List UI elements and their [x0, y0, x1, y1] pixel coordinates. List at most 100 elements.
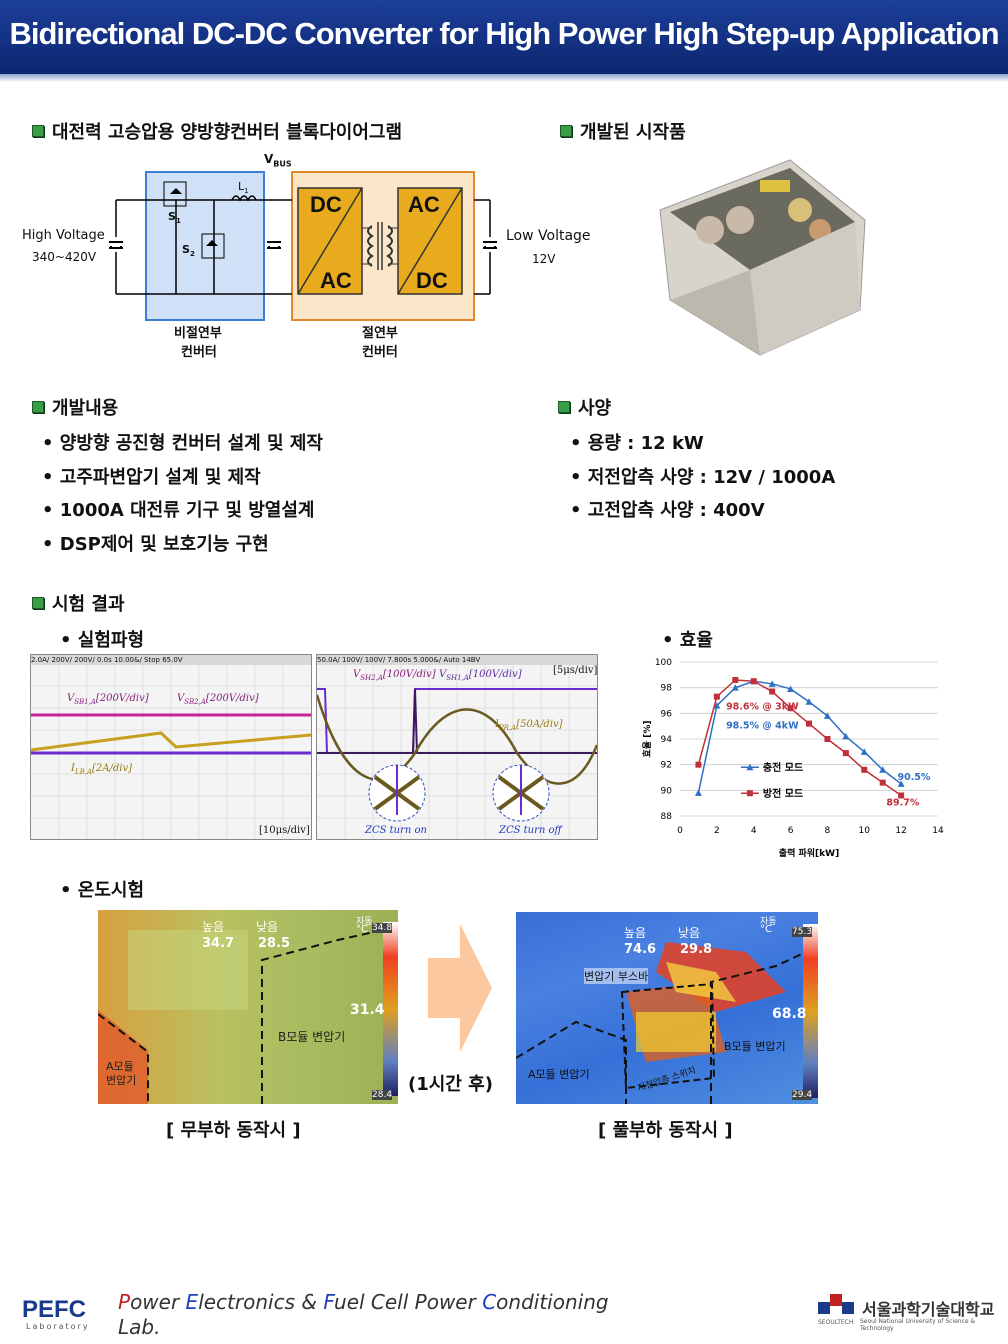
thermal2-scale-top: 75.3 [792, 927, 813, 937]
bullet-square-icon [32, 597, 44, 609]
university-logo-icon [818, 1294, 854, 1314]
thermal-image-1: 높음 낮음 34.7 28.5 자동 °C 34.8 28.4 31.4 B모듈… [98, 910, 398, 1104]
section-block-diagram: 대전력 고승압용 양방향컨버터 블록다이어그램 [32, 118, 402, 144]
data-point [787, 685, 795, 692]
data-point [824, 736, 831, 742]
university-english: Seoul National University of Science & T… [860, 1318, 976, 1332]
prototype-photo [659, 159, 866, 356]
thermal1-low-value: 28.5 [258, 936, 291, 951]
data-point [805, 698, 813, 705]
subsection-temperature: • 온도시험 [60, 880, 145, 901]
y-tick-label: 88 [661, 812, 673, 822]
y-tick-label: 100 [655, 658, 672, 668]
pefc-logo: PEFC [22, 1296, 87, 1323]
thermal2-caption: [ 풀부하 동작시 ] [598, 1120, 733, 1141]
osc2-label-vsh1: VSH1,A[100V/div] [439, 669, 522, 682]
legend-label: 방전 모드 [763, 787, 803, 800]
thermal1-scale-top: 34.8 [372, 923, 393, 933]
x-axis-label: 출력 파워[kW] [779, 847, 839, 859]
thermal2-low-label: 낮음 [678, 926, 701, 940]
data-point [732, 676, 739, 683]
thermal1-a-label-2: 변압기 [106, 1074, 137, 1087]
data-point [695, 761, 702, 768]
thermal2-high-label: 높음 [624, 926, 647, 940]
development-item: • 양방향 공진형 컨버터 설계 및 제작 [42, 433, 323, 454]
x-tick-label: 6 [788, 826, 794, 836]
y-tick-label: 98 [661, 684, 673, 694]
osc2-timebase: [5μs/div] [553, 665, 598, 676]
osc1-traces [31, 665, 311, 839]
thermal1-high-label: 높음 [202, 920, 225, 934]
x-tick-label: 2 [714, 826, 720, 836]
thermal2-busbar-label: 변압기 부스바 [584, 968, 649, 984]
data-point [713, 693, 720, 700]
annotation-label: 98.6% @ 3kW [726, 701, 799, 712]
low-voltage-value: 12V [532, 252, 556, 266]
thermal2-auto: 자동 [760, 917, 777, 927]
data-point [879, 766, 887, 773]
osc1-label-ilb: ILB,A[2A/div] [71, 763, 133, 776]
bullet-square-icon [32, 125, 44, 137]
y-tick-label: 96 [661, 709, 673, 719]
dcac-top: DC [310, 192, 342, 217]
data-point [861, 766, 868, 773]
y-tick-label: 92 [661, 761, 672, 771]
thermal1-scale-bottom: 28.4 [372, 1090, 393, 1100]
thermal2-overlay [516, 924, 818, 1104]
subsection-waveforms: • 실험파형 [60, 630, 145, 651]
page-title: Bidirectional DC-DC Converter for High P… [9, 16, 999, 51]
data-point [750, 678, 757, 685]
x-tick-label: 4 [751, 826, 757, 836]
osc2-label-vsh2: VSH2,A[100V/div] [353, 669, 436, 682]
thermal2-unit: °C [760, 924, 772, 935]
nonisolated-label-2: 컨버터 [181, 345, 217, 360]
y-tick-label: 94 [661, 735, 673, 745]
university-tag: SEOULTECH [818, 1319, 854, 1326]
development-item: • DSP제어 및 보호기능 구현 [42, 534, 269, 555]
annotation-label: 98.5% @ 4kW [726, 721, 799, 732]
x-tick-label: 12 [895, 826, 906, 836]
osc2-traces [317, 665, 597, 839]
thermal-image-2: 높음 낮음 74.6 29.8 자동 °C 75.3 29.4 68.8 변압기… [516, 912, 818, 1104]
series-line [697, 679, 902, 797]
pefc-logo-sub: Laboratory [26, 1322, 90, 1331]
thermal1-overlay [98, 922, 398, 1104]
data-point [897, 780, 905, 787]
x-tick-label: 0 [677, 826, 683, 836]
osc2-topbar: 50.0A/ 100V/ 100V/ 7.800s 5.000&/ Auto 1… [317, 655, 597, 665]
osc1-label-vsb2: VSB2,A[200V/div] [177, 693, 259, 706]
thermal1-caption: [ 무부하 동작시 ] [166, 1120, 301, 1141]
osc2-zcs-off: ZCS turn off [499, 825, 562, 836]
isolated-label-1: 절연부 [362, 326, 398, 341]
thermal2-b-label: B모듈 변압기 [724, 1040, 786, 1053]
osc2-label-ipr: IPR,A[50A/div] [495, 719, 563, 732]
development-item: • 고주파변압기 설계 및 제작 [42, 467, 261, 488]
annotation-label: 89.7% [886, 798, 919, 809]
spec-item: • 저전압측 사양 : 12V / 1000A [570, 467, 836, 488]
high-voltage-label: High Voltage [22, 228, 105, 243]
thermal2-scale-bottom: 29.4 [792, 1090, 813, 1100]
spec-item: • 고전압측 사양 : 400V [570, 500, 765, 521]
osc1-label-vsb1: VSB1,A[200V/div] [67, 693, 149, 706]
right-arrow-icon [428, 924, 492, 1052]
data-point [842, 732, 850, 740]
legend-marker [746, 763, 754, 771]
vbus-label: VBUS [264, 152, 292, 169]
high-voltage-range: 340~420V [32, 250, 97, 264]
section-prototype: 개발된 시작품 [560, 118, 686, 144]
y-axis-label: 효율 [%] [641, 721, 653, 758]
section-test-results: 시험 결과 [32, 590, 125, 616]
thermal1-low-label: 낮음 [256, 920, 279, 934]
subsection-efficiency: • 효율 [662, 630, 713, 651]
oscilloscope-1: 2.0A/ 200V/ 200V/ 0.0s 10.00&/ Stop 65.0… [30, 654, 312, 840]
x-tick-label: 8 [825, 826, 831, 836]
thermal1-auto: 자동 [356, 917, 373, 927]
lab-name: Power Electronics & Fuel Cell Power Cond… [118, 1290, 609, 1339]
annotation-label: 90.5% [897, 772, 930, 783]
y-tick-label: 90 [661, 786, 673, 796]
x-tick-label: 14 [932, 826, 944, 836]
bullet-square-icon [32, 401, 44, 413]
acdc-top: AC [408, 192, 440, 217]
legend-label: 충전 모드 [763, 761, 803, 774]
